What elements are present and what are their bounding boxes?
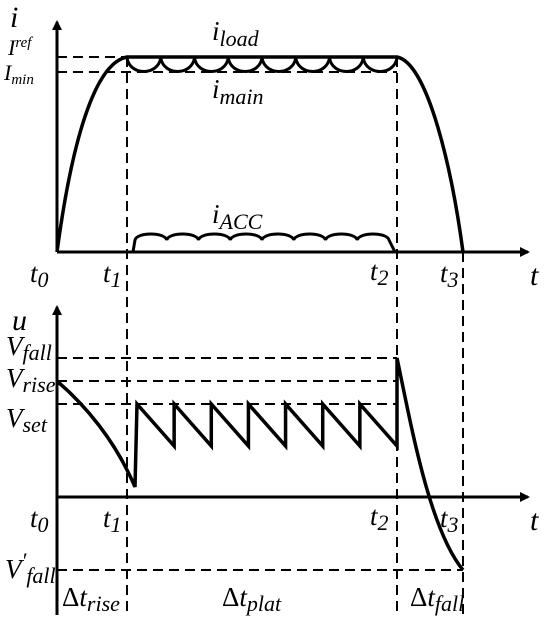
current-t3-label: t3 — [440, 258, 459, 292]
imain-label: imain — [212, 74, 264, 109]
vset-label: Vset — [6, 403, 48, 437]
imin-label: Imin — [3, 60, 34, 88]
current-plot: i t Iref Imin iload imain iACC t0 t1 t2 … — [3, 1, 539, 292]
iref-label: Iref — [7, 35, 33, 60]
delta-t-fall-label: Δtfall — [410, 582, 464, 616]
voltage-t1-label: t1 — [103, 503, 122, 537]
vrise-label: Vrise — [6, 363, 56, 397]
voltage-time-axis-label: t — [530, 504, 539, 537]
iacc-ripple-curve — [127, 232, 397, 254]
voltage-t2-label: t2 — [370, 501, 389, 535]
voltage-t0-label: t0 — [30, 503, 49, 537]
current-t0-label: t0 — [30, 258, 49, 292]
current-t1-label: t1 — [103, 258, 122, 292]
vfall-label: Vfall — [6, 331, 52, 365]
current-axis-label: i — [10, 1, 18, 34]
vfall-prime-label: V′fall — [5, 548, 56, 588]
imain-ripple-curve — [125, 57, 399, 73]
iacc-label: iACC — [212, 199, 263, 234]
voltage-waveform — [55, 357, 465, 572]
iload-label: iload — [212, 16, 260, 51]
delta-t-plat-label: Δtplat — [222, 582, 282, 616]
voltage-axis-label: u — [12, 304, 27, 337]
time-dividers — [126, 57, 464, 615]
current-t2-label: t2 — [370, 256, 389, 290]
voltage-plot: u t Vfall Vrise Vset V′fall t0 t1 t2 t3 — [5, 304, 539, 615]
interval-labels: Δtrise Δtplat Δtfall — [62, 582, 464, 616]
delta-t-rise-label: Δtrise — [62, 582, 120, 616]
voltage-t3-label: t3 — [440, 503, 459, 537]
current-time-axis-label: t — [530, 259, 539, 292]
